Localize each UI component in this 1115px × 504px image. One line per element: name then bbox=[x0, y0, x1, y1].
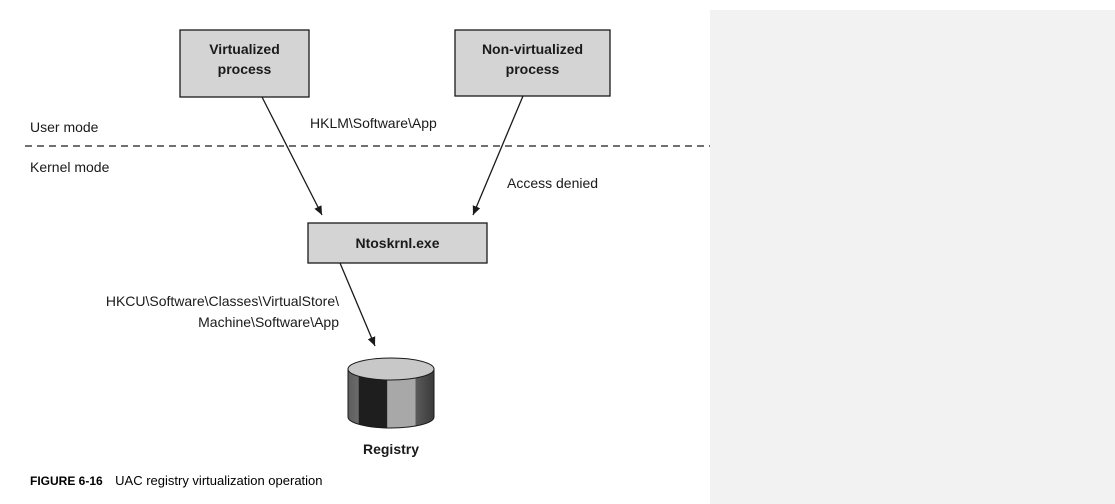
figure-caption: FIGURE 6-16 UAC registry virtualization … bbox=[30, 472, 323, 489]
ntoskrnl-box: Ntoskrnl.exe bbox=[307, 222, 488, 264]
figure-caption-text: UAC registry virtualization operation bbox=[115, 473, 322, 488]
hklm-path-label: HKLM\Software\App bbox=[310, 115, 437, 131]
nonvirtualized-to-ntoskrnl-arrow bbox=[472, 95, 524, 216]
virtualized-process-label-line2: process bbox=[218, 61, 272, 77]
side-panel bbox=[710, 10, 1115, 504]
kernel-mode-label: Kernel mode bbox=[30, 159, 110, 175]
non-virtualized-process-box: Non-virtualized process bbox=[454, 29, 611, 97]
access-denied-label: Access denied bbox=[507, 175, 598, 191]
ntoskrnl-label: Ntoskrnl.exe bbox=[355, 235, 439, 251]
virtualized-process-box: Virtualized process bbox=[179, 29, 310, 98]
user-mode-label: User mode bbox=[30, 119, 99, 135]
virtualized-to-ntoskrnl-arrow bbox=[261, 96, 323, 216]
registry-cylinder-icon bbox=[347, 357, 435, 429]
figure-number: FIGURE 6-16 bbox=[30, 474, 103, 488]
registry-label: Registry bbox=[363, 441, 419, 457]
hkcu-path-label-line1: HKCU\Software\Classes\VirtualStore\ bbox=[106, 293, 339, 309]
virtualized-process-label-line1: Virtualized bbox=[209, 41, 280, 57]
non-virtualized-process-label-line1: Non-virtualized bbox=[482, 41, 583, 57]
non-virtualized-process-label-line2: process bbox=[506, 61, 560, 77]
hkcu-path-label-line2: Machine\Software\App bbox=[198, 314, 339, 330]
ntoskrnl-to-registry-arrow bbox=[339, 262, 376, 347]
